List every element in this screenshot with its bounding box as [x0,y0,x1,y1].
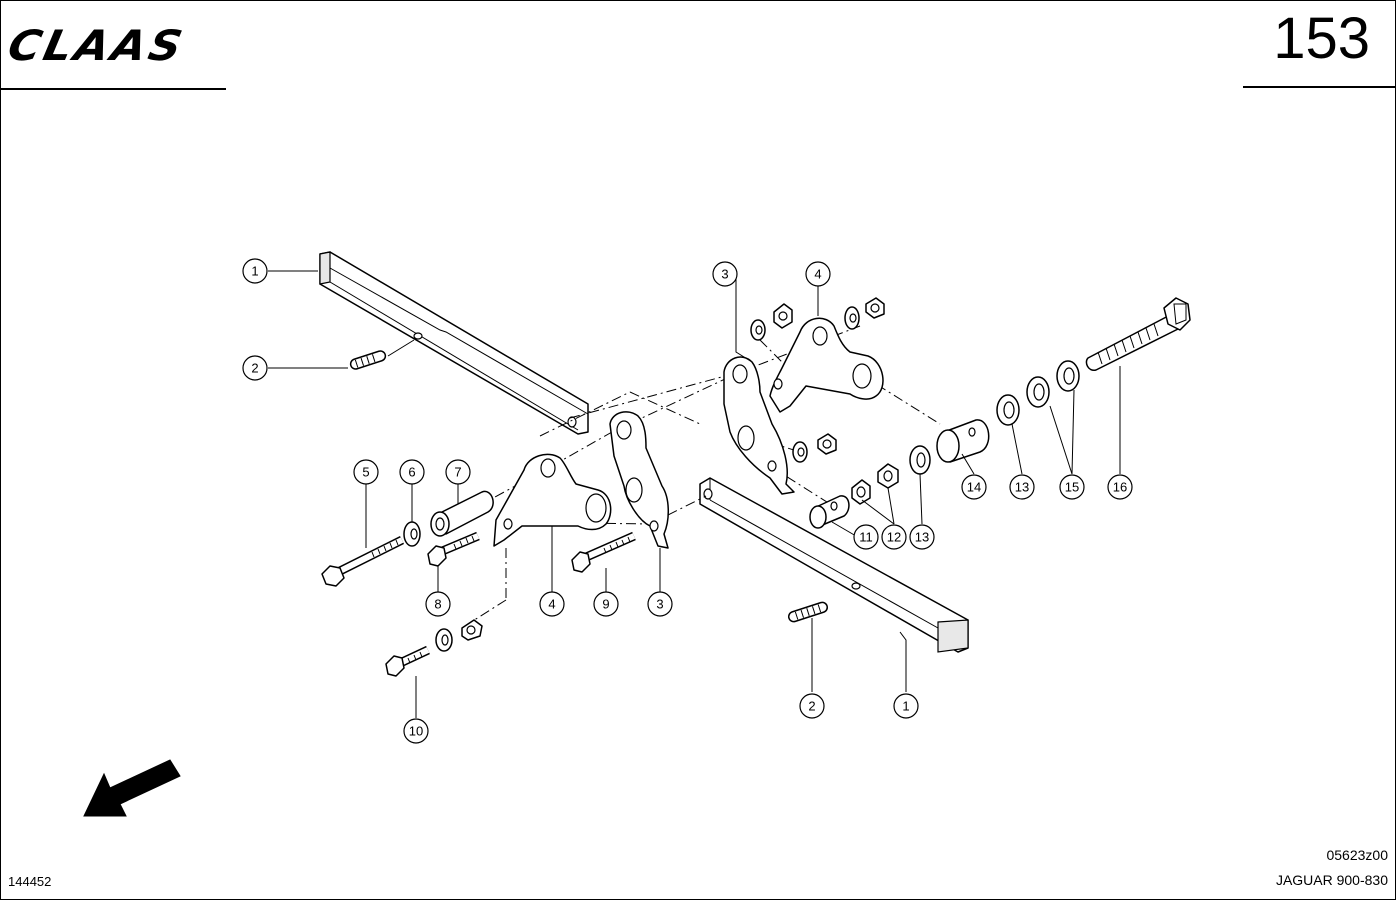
washer-13-left [909,445,931,475]
bushing-7 [430,490,494,537]
nuts-12 [851,463,899,505]
upper-fasteners [750,297,885,463]
pin-upper [349,350,387,370]
svg-text:13: 13 [915,530,929,545]
svg-text:8: 8 [434,597,441,612]
washer-13-right [996,394,1020,426]
page-number-rule [1243,86,1396,88]
callout-1-lower: 1 [893,693,919,719]
bolt-9 [571,531,636,573]
callout-12: 12 [881,524,907,550]
svg-text:3: 3 [721,267,728,282]
model-designation: JAGUAR 900-830 [1275,872,1388,888]
callout-4-lower: 4 [539,591,565,617]
leader-lines [268,270,1121,718]
drawing-code: 05623z00 [1326,847,1388,863]
svg-text:13: 13 [1015,480,1029,495]
svg-text:4: 4 [548,597,555,612]
bolt-16 [1085,297,1191,371]
svg-text:10: 10 [409,724,423,739]
upper-bar [319,251,589,435]
svg-text:2: 2 [251,361,258,376]
svg-text:12: 12 [887,530,901,545]
svg-text:2: 2 [808,699,815,714]
bolt-8 [427,531,480,567]
callout-7: 7 [445,459,471,485]
washer-6 [403,521,421,547]
callout-11: 11 [853,524,879,550]
svg-text:15: 15 [1065,480,1079,495]
washers-15 [1026,360,1080,408]
callout-3-upper: 3 [712,261,738,287]
right-bracket [769,317,884,413]
left-plate [609,411,669,549]
callout-14: 14 [961,474,987,500]
direction-arrow-icon [83,759,181,817]
callout-8: 8 [425,591,451,617]
callout-5: 5 [353,459,379,485]
brand-rule [0,88,226,90]
document-number: 144452 [8,874,52,889]
svg-text:14: 14 [967,480,981,495]
lower-bar [699,477,969,653]
callout-6: 6 [399,459,425,485]
svg-text:1: 1 [251,264,258,279]
callout-13-right: 13 [1009,474,1035,500]
svg-text:11: 11 [859,530,873,545]
bolt-10-set [385,619,483,677]
svg-text:7: 7 [454,465,461,480]
page-number: 153 [1273,6,1370,71]
bushing-11 [809,495,850,529]
callout-1-upper: 1 [242,258,268,284]
sleeve-14 [936,419,990,463]
svg-text:6: 6 [408,465,415,480]
callout-13-left: 13 [909,524,935,550]
left-bracket [493,453,612,547]
callout-4-upper: 4 [805,261,831,287]
callout-3-lower: 3 [647,591,673,617]
bolt-long-left [321,535,405,587]
callout-15: 15 [1059,474,1085,500]
svg-text:16: 16 [1113,480,1127,495]
svg-text:4: 4 [814,267,821,282]
callout-2-lower: 2 [799,693,825,719]
svg-text:1: 1 [902,699,909,714]
callout-16: 16 [1107,474,1133,500]
pin-lower [787,601,829,623]
svg-text:3: 3 [656,597,663,612]
svg-text:9: 9 [602,597,609,612]
callout-10: 10 [403,718,429,744]
svg-text:5: 5 [362,465,369,480]
callout-9: 9 [593,591,619,617]
callout-2-upper: 2 [242,355,268,381]
